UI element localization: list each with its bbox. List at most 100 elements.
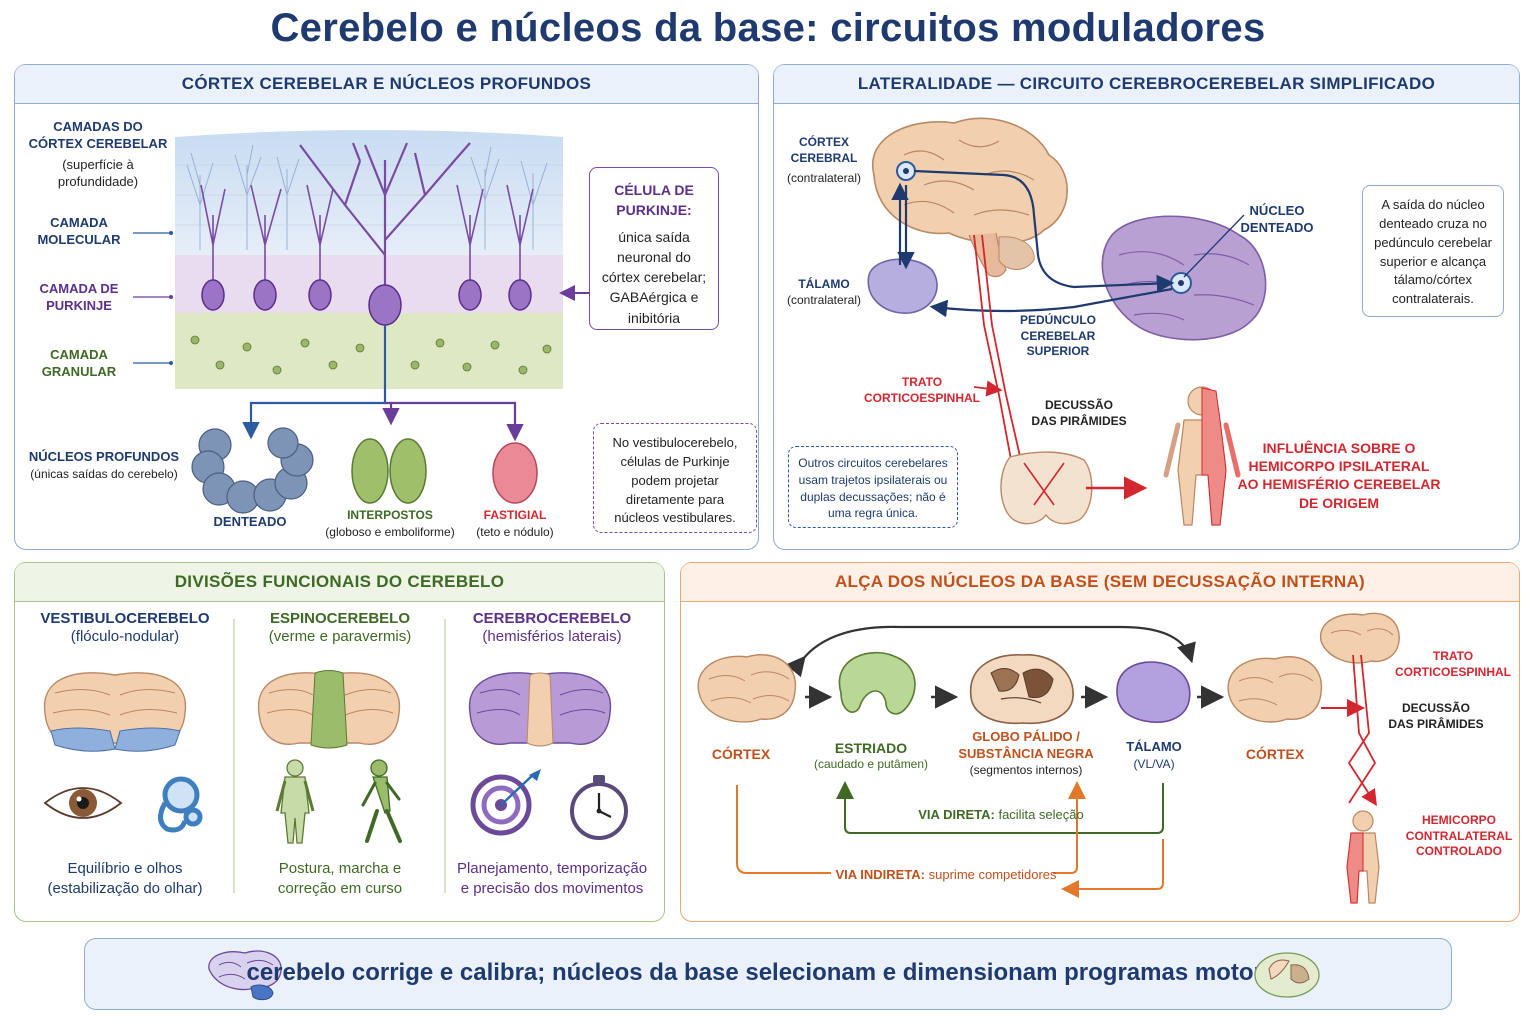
globus-pallidus-shape xyxy=(969,654,1074,725)
pyramid-decussation-label: DECUSSÃO DAS PIRÂMIDES xyxy=(1024,398,1134,429)
peduncle-label-3: SUPERIOR xyxy=(1026,344,1090,359)
info-line2: denteado cruza no xyxy=(1379,215,1487,231)
dentate-output-info-box: A saída do núcleo denteado cruza no pedú… xyxy=(1362,185,1504,317)
indirect-pathway-label: VIA INDIRETA: suprime competidores xyxy=(831,867,1061,884)
info-line1: A saída do núcleo xyxy=(1381,197,1485,212)
purkinje-box-title-2: PURKINJE: xyxy=(616,202,692,219)
purkinje-label-line1: CAMADA DE xyxy=(39,281,119,296)
influence-line1: INFLUÊNCIA SOBRE O xyxy=(1262,440,1416,456)
cerebro-function-line2: e precisão dos movimentos xyxy=(460,879,644,897)
cerebral-cortex-label: CÓRTEX CEREBRAL xyxy=(774,135,874,166)
hemibody-label-2: CONTRALATERAL xyxy=(1405,828,1513,843)
right-brain-small-shape xyxy=(1319,612,1400,664)
spinocerebellum-subtitle: (verme e paravermis) xyxy=(268,628,412,645)
info-line6: contralaterais. xyxy=(1392,291,1474,307)
bg-decussation-label-1: DECUSSÃO xyxy=(1401,701,1470,715)
panel-basal-ganglia-heading: ALÇA DOS NÚCLEOS DA BASE (SEM DECUSSAÇÃO… xyxy=(681,563,1519,602)
cerebrocerebellum-subtitle: (hemisférios laterais) xyxy=(482,628,622,645)
emboliform-nucleus-shape xyxy=(389,438,427,504)
indirect-pathway-label-strong: VIA INDIRETA: xyxy=(835,867,926,882)
info-line3: pedúnculo cerebelar xyxy=(1374,234,1492,250)
page-title: Cerebelo e núcleos da base: circuitos mo… xyxy=(270,6,1266,50)
panel-laterality: LATERALIDADE — CIRCUITO CEREBROCEREBELAR… xyxy=(773,64,1520,550)
contralateral-body-figure xyxy=(1346,810,1380,904)
left-cortex-brain-shape xyxy=(697,654,797,723)
striatum-sublabel: (caudado e putâmen) xyxy=(813,757,929,771)
functional-divisions-illustration xyxy=(43,619,628,893)
peduncle-label: PEDÚNCULO CEREBELAR SUPERIOR xyxy=(1002,313,1114,360)
vestibulocerebellum-shape xyxy=(43,672,187,752)
molecular-label-line1: CAMADA xyxy=(50,215,108,230)
panel-laterality-heading: LATERALIDADE — CIRCUITO CEREBROCEREBELAR… xyxy=(774,65,1519,104)
cerebro-function-line1: Planejamento, temporização xyxy=(456,860,648,877)
hemibody-label-1: HEMICORPO xyxy=(1421,813,1496,827)
purkinje-box-title-1: CÉLULA DE xyxy=(614,182,694,198)
corticospinal-tract-line-b xyxy=(981,234,1023,466)
summary-banner: cerebelo corrige e calibra; núcleos da b… xyxy=(84,938,1452,1010)
vestibulo-note-line2: células de Purkinje xyxy=(620,453,730,469)
contralateral-hemibody-label: HEMICORPO CONTRALATERAL CONTROLADO xyxy=(1399,813,1519,860)
influence-line2: HEMICORPO IPSILATERAL xyxy=(1248,458,1430,475)
target-icon xyxy=(470,769,541,836)
bg-decussation-label-2: DAS PIRÂMIDES xyxy=(1388,716,1484,731)
vestibulocerebellum-title: VESTIBULOCEREBELO xyxy=(40,610,210,627)
vestibulocerebellum-subtitle: (flóculo-nodular) xyxy=(70,628,180,645)
laterality-illustration xyxy=(867,117,1267,526)
globose-nucleus-shape xyxy=(351,438,389,504)
granular-label-line2: GRANULAR xyxy=(41,363,117,379)
right-cortex-brain-shape xyxy=(1227,656,1323,723)
layers-title-line2: CÓRTEX CEREBELAR xyxy=(28,135,168,151)
dentate-to-thalamus-path xyxy=(929,287,1173,318)
thalamus-vl-va-sublabel: (VL/VA) xyxy=(1133,757,1175,771)
globus-pallidus-label: GLOBO PÁLIDO / SUBSTÂNCIA NEGRA xyxy=(951,729,1101,763)
layers-subtitle: (superfície à profundidade) xyxy=(23,157,173,191)
vestibulo-function-line2: (estabilização do olhar) xyxy=(47,879,203,897)
indirect-pathway-left xyxy=(736,785,831,874)
cerebral-cortex-label-2: CEREBRAL xyxy=(790,150,858,165)
thalamus-vl-va-label: TÁLAMO xyxy=(1126,739,1182,754)
influence-line4: DE ORIGEM xyxy=(1298,494,1380,511)
tract-label-1: TRATO xyxy=(901,375,943,389)
granular-layer-band xyxy=(175,313,563,389)
vestibulo-note-line5: núcleos vestibulares. xyxy=(614,510,736,526)
thalamus-sublabel: (contralateral) xyxy=(786,293,862,307)
corticospinal-tract-line-a xyxy=(973,234,1013,466)
peduncle-label-1: PEDÚNCULO xyxy=(1019,313,1096,327)
cerebrocerebellum-shape xyxy=(468,672,612,747)
interposed-label: INTERPOSTOS xyxy=(347,508,433,522)
thalamus-shape xyxy=(867,258,938,314)
spinocerebellum-function: Postura, marcha e correção em curso xyxy=(235,859,445,898)
thalamus-label: TÁLAMO xyxy=(798,277,850,291)
direct-pathway-label-text: facilita seleção xyxy=(998,807,1084,822)
vestibulo-function-line1: Equilíbrio e olhos xyxy=(67,860,183,877)
globus-label-2: SUBSTÂNCIA NEGRA xyxy=(958,745,1094,761)
purkinje-box-line3: córtex cerebelar; xyxy=(601,269,707,286)
tract-label-pointer xyxy=(973,380,1003,397)
direct-pathway-line xyxy=(836,781,1164,834)
panel-cerebellar-cortex: CÓRTEX CEREBELAR E NÚCLEOS PROFUNDOS CAM… xyxy=(14,64,759,550)
cerebrocerebellum-title: CEREBROCEREBELO xyxy=(472,610,632,627)
axon-to-dentate xyxy=(242,325,387,440)
dentate-nucleus-label: NÚCLEO DENTEADO xyxy=(1224,203,1330,237)
direct-pathway-label-strong: VIA DIRETA: xyxy=(918,807,995,822)
basal-ganglia-icon xyxy=(1254,952,1320,998)
dentate-nucleus-label-1: NÚCLEO xyxy=(1249,203,1305,218)
panel-basal-ganglia-loop: ALÇA DOS NÚCLEOS DA BASE (SEM DECUSSAÇÃO… xyxy=(680,562,1520,922)
cerebral-brain-shape xyxy=(871,117,1068,278)
purkinje-box-line2: neuronal do xyxy=(617,248,691,265)
stopwatch-icon xyxy=(570,775,628,840)
purkinje-info-box: CÉLULA DE PURKINJE: única saída neuronal… xyxy=(589,167,719,330)
granular-layer-label: CAMADA GRANULAR xyxy=(29,347,129,381)
vestibulo-note-line1: No vestibulocerebelo, xyxy=(612,435,738,450)
cerebral-cortex-label-1: CÓRTEX xyxy=(798,135,849,149)
indirect-pathway-return xyxy=(1061,839,1164,898)
basal-ganglia-loop-illustration xyxy=(697,612,1400,904)
vestibulocerebellum-function: Equilíbrio e olhos (estabilização do olh… xyxy=(25,859,225,898)
globus-label-1: GLOBO PÁLIDO / xyxy=(972,729,1080,744)
loop-arrow xyxy=(785,625,1196,678)
purkinje-box-line5: inibitória xyxy=(627,309,681,326)
note-line3: duplas decussações; não é xyxy=(800,489,946,504)
corticospinal-tract-label: TRATO CORTICOESPINHAL xyxy=(862,375,982,406)
tract-label-2: CORTICOESPINHAL xyxy=(863,390,980,405)
layers-subtitle-line2: profundidade) xyxy=(57,173,139,189)
